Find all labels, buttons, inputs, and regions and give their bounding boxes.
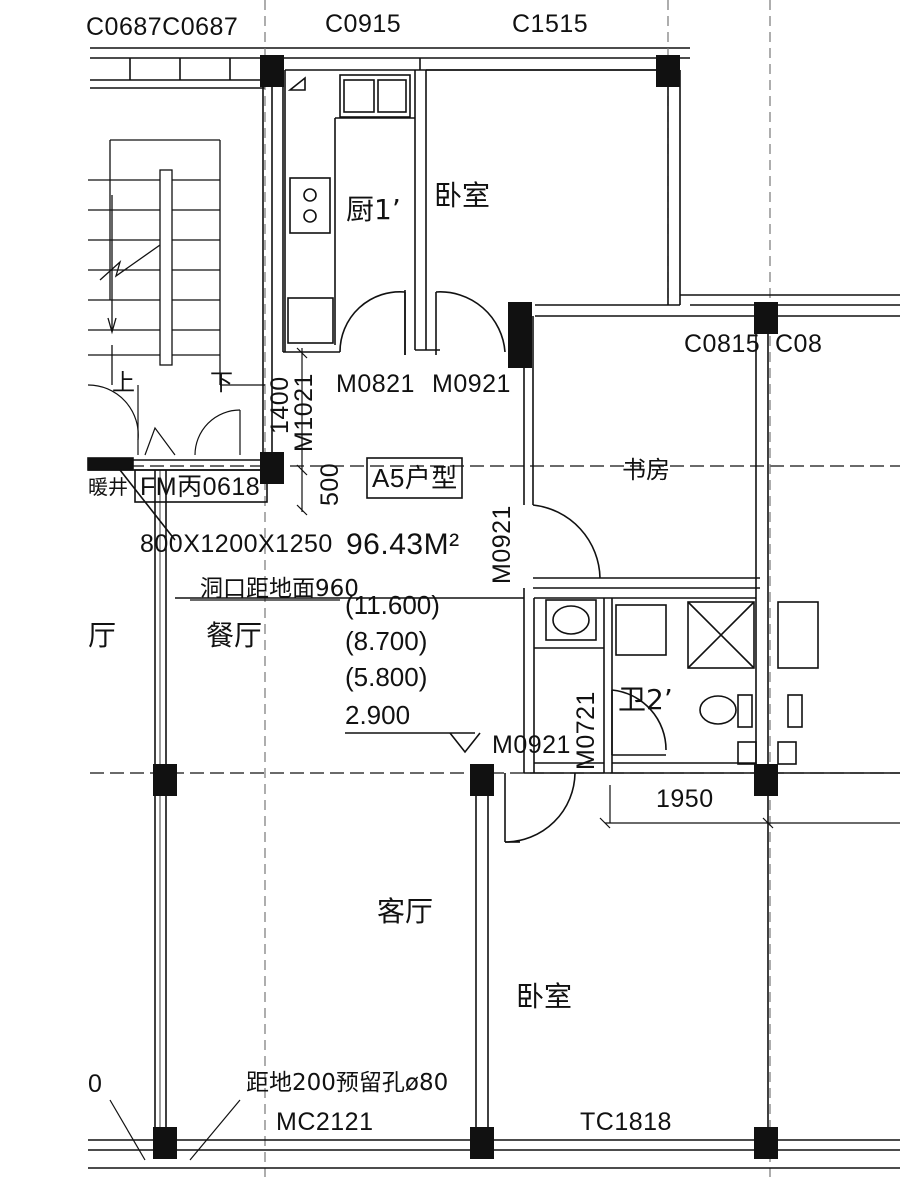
room-label-hall-cut: 厅 [88, 619, 117, 652]
dimension-1950: 1950 [656, 785, 714, 813]
fire-door-box [134, 469, 268, 503]
elevation-3: (5.800) [345, 662, 428, 692]
structural-columns [153, 55, 778, 1159]
elevation-4: 2.900 [345, 700, 411, 730]
window-label-bedroom: TC1818 [580, 1108, 672, 1136]
dimension-500: 500 [316, 462, 344, 506]
elevation-2: (8.700) [345, 626, 428, 656]
window-label-top-right: C1515 [512, 10, 589, 38]
room-label-study: 书房 [622, 456, 670, 484]
stair-doors [87, 384, 241, 456]
door-label-bath: M0721 [572, 691, 600, 770]
window-label-right-mid: C0815 [684, 330, 761, 358]
window-label-top-mid: C0915 [325, 10, 402, 38]
door-label-balcony: MC2121 [276, 1108, 374, 1136]
door-label-study: M0921 [488, 505, 516, 584]
room-label-bedroom-bottom: 卧室 [516, 980, 573, 1013]
dimension-lines [109, 347, 900, 1161]
unit-type-label: A5户型 [372, 463, 458, 493]
pipe-hole-note: 距地200预留孔ø80 [246, 1070, 449, 1096]
stair-up-label: 上 [112, 370, 135, 396]
cut-label-zero: 0 [88, 1070, 103, 1098]
dimension-1400: 1400 [266, 376, 294, 434]
kitchen-walls [283, 70, 506, 355]
door-label-bedroom-top: M0921 [432, 370, 511, 398]
room-label-living: 客厅 [377, 895, 434, 928]
room-label-kitchen: 厨1’ [346, 193, 401, 226]
fire-door-label: FM丙0618 [140, 473, 261, 501]
door-label-kitchen: M0821 [336, 370, 415, 398]
top-exterior-wall [90, 47, 690, 89]
door-label-bedroom-bottom: M0921 [492, 731, 571, 759]
stair-flights [88, 139, 265, 386]
unit-type-box [366, 457, 463, 499]
bedroom-bottom-door [504, 772, 576, 843]
opening-height-note: 洞口距地面960 [200, 576, 359, 602]
room-label-dining: 餐厅 [206, 619, 263, 652]
window-label-top-left: C0687C0687 [86, 13, 239, 41]
window-label-right-cut: C08 [775, 330, 823, 358]
bathroom-walls [523, 588, 900, 774]
shaft-label: 暖井 [88, 475, 128, 499]
bedroom-top-walls [426, 69, 900, 317]
unit-area-label: 96.43M² [346, 528, 460, 561]
elevation-1: (11.600) [345, 590, 440, 620]
shaft-size-label: 800X1200X1250 [140, 530, 333, 558]
door-label-entry: M1021 [290, 373, 318, 452]
room-label-bedroom-top: 卧室 [434, 179, 491, 212]
room-label-bath: 卫2’ [618, 683, 673, 716]
study-walls [523, 305, 769, 1150]
stair-down-label: 下 [210, 370, 233, 396]
